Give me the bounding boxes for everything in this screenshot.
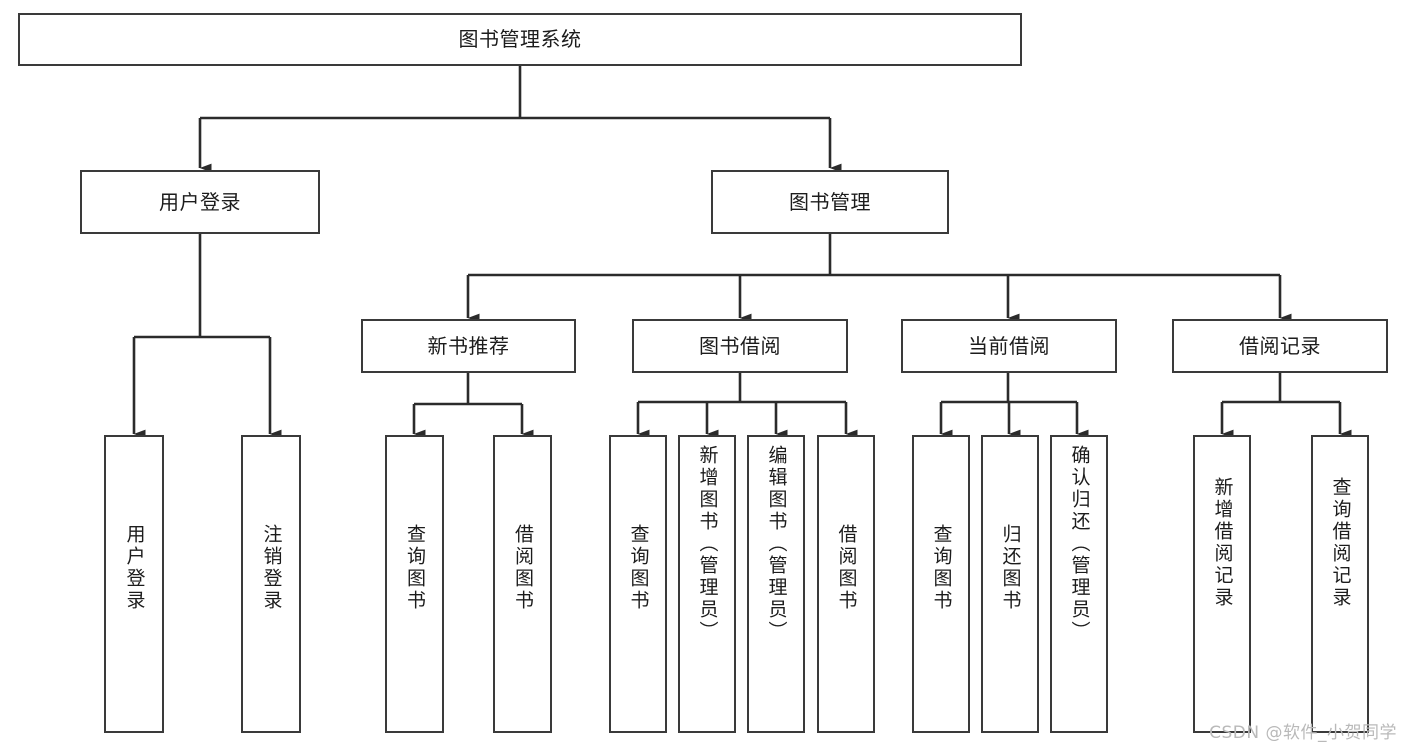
leaf-add-record-label: 新增借阅记录	[1211, 477, 1234, 609]
leaf-borrow-book-1[interactable]: 借阅图书	[493, 435, 552, 733]
node-user-login-label: 用户登录	[159, 189, 241, 214]
node-borrow-record-label: 借阅记录	[1239, 333, 1321, 358]
leaf-logout-label: 注销登录	[260, 524, 283, 612]
leaf-query-book-3-label: 查询图书	[930, 524, 953, 612]
leaf-edit-book-label: 编辑图书（管理员）	[765, 445, 788, 643]
leaf-query-record-label: 查询借阅记录	[1329, 477, 1352, 609]
leaf-borrow-book-1-label: 借阅图书	[512, 524, 534, 612]
leaf-borrow-book-2-label: 借阅图书	[835, 524, 858, 612]
leaf-user-login-label: 用户登录	[123, 524, 146, 612]
node-borrow-record[interactable]: 借阅记录	[1172, 319, 1388, 373]
node-book-borrow-label: 图书借阅	[699, 333, 781, 358]
leaf-user-login[interactable]: 用户登录	[104, 435, 164, 733]
leaf-edit-book[interactable]: 编辑图书（管理员）	[747, 435, 805, 733]
node-book-manage-label: 图书管理	[789, 189, 871, 214]
leaf-query-book-1-label: 查询图书	[404, 524, 426, 612]
leaf-return-book[interactable]: 归还图书	[981, 435, 1039, 733]
leaf-add-record[interactable]: 新增借阅记录	[1193, 435, 1251, 733]
leaf-query-book-2-label: 查询图书	[627, 524, 650, 612]
node-user-login[interactable]: 用户登录	[80, 170, 320, 234]
leaf-confirm-return[interactable]: 确认归还（管理员）	[1050, 435, 1108, 733]
node-current-borrow-label: 当前借阅	[968, 333, 1050, 358]
node-book-borrow[interactable]: 图书借阅	[632, 319, 848, 373]
leaf-borrow-book-2[interactable]: 借阅图书	[817, 435, 875, 733]
node-new-book-rec[interactable]: 新书推荐	[361, 319, 576, 373]
csdn-watermark: CSDN @软件_小贺同学	[1209, 723, 1397, 743]
leaf-add-book-label: 新增图书（管理员）	[696, 445, 719, 643]
leaf-query-book-2[interactable]: 查询图书	[609, 435, 667, 733]
node-root-label: 图书管理系统	[458, 27, 582, 51]
leaf-logout[interactable]: 注销登录	[241, 435, 301, 733]
node-new-book-rec-label: 新书推荐	[427, 333, 510, 358]
node-current-borrow[interactable]: 当前借阅	[901, 319, 1117, 373]
node-root[interactable]: 图书管理系统	[18, 13, 1022, 66]
leaf-return-book-label: 归还图书	[999, 524, 1022, 612]
leaf-add-book[interactable]: 新增图书（管理员）	[678, 435, 736, 733]
leaf-query-book-3[interactable]: 查询图书	[912, 435, 970, 733]
leaf-query-record[interactable]: 查询借阅记录	[1311, 435, 1369, 733]
leaf-query-book-1[interactable]: 查询图书	[385, 435, 444, 733]
leaf-confirm-return-label: 确认归还（管理员）	[1068, 445, 1091, 643]
node-book-manage[interactable]: 图书管理	[711, 170, 949, 234]
